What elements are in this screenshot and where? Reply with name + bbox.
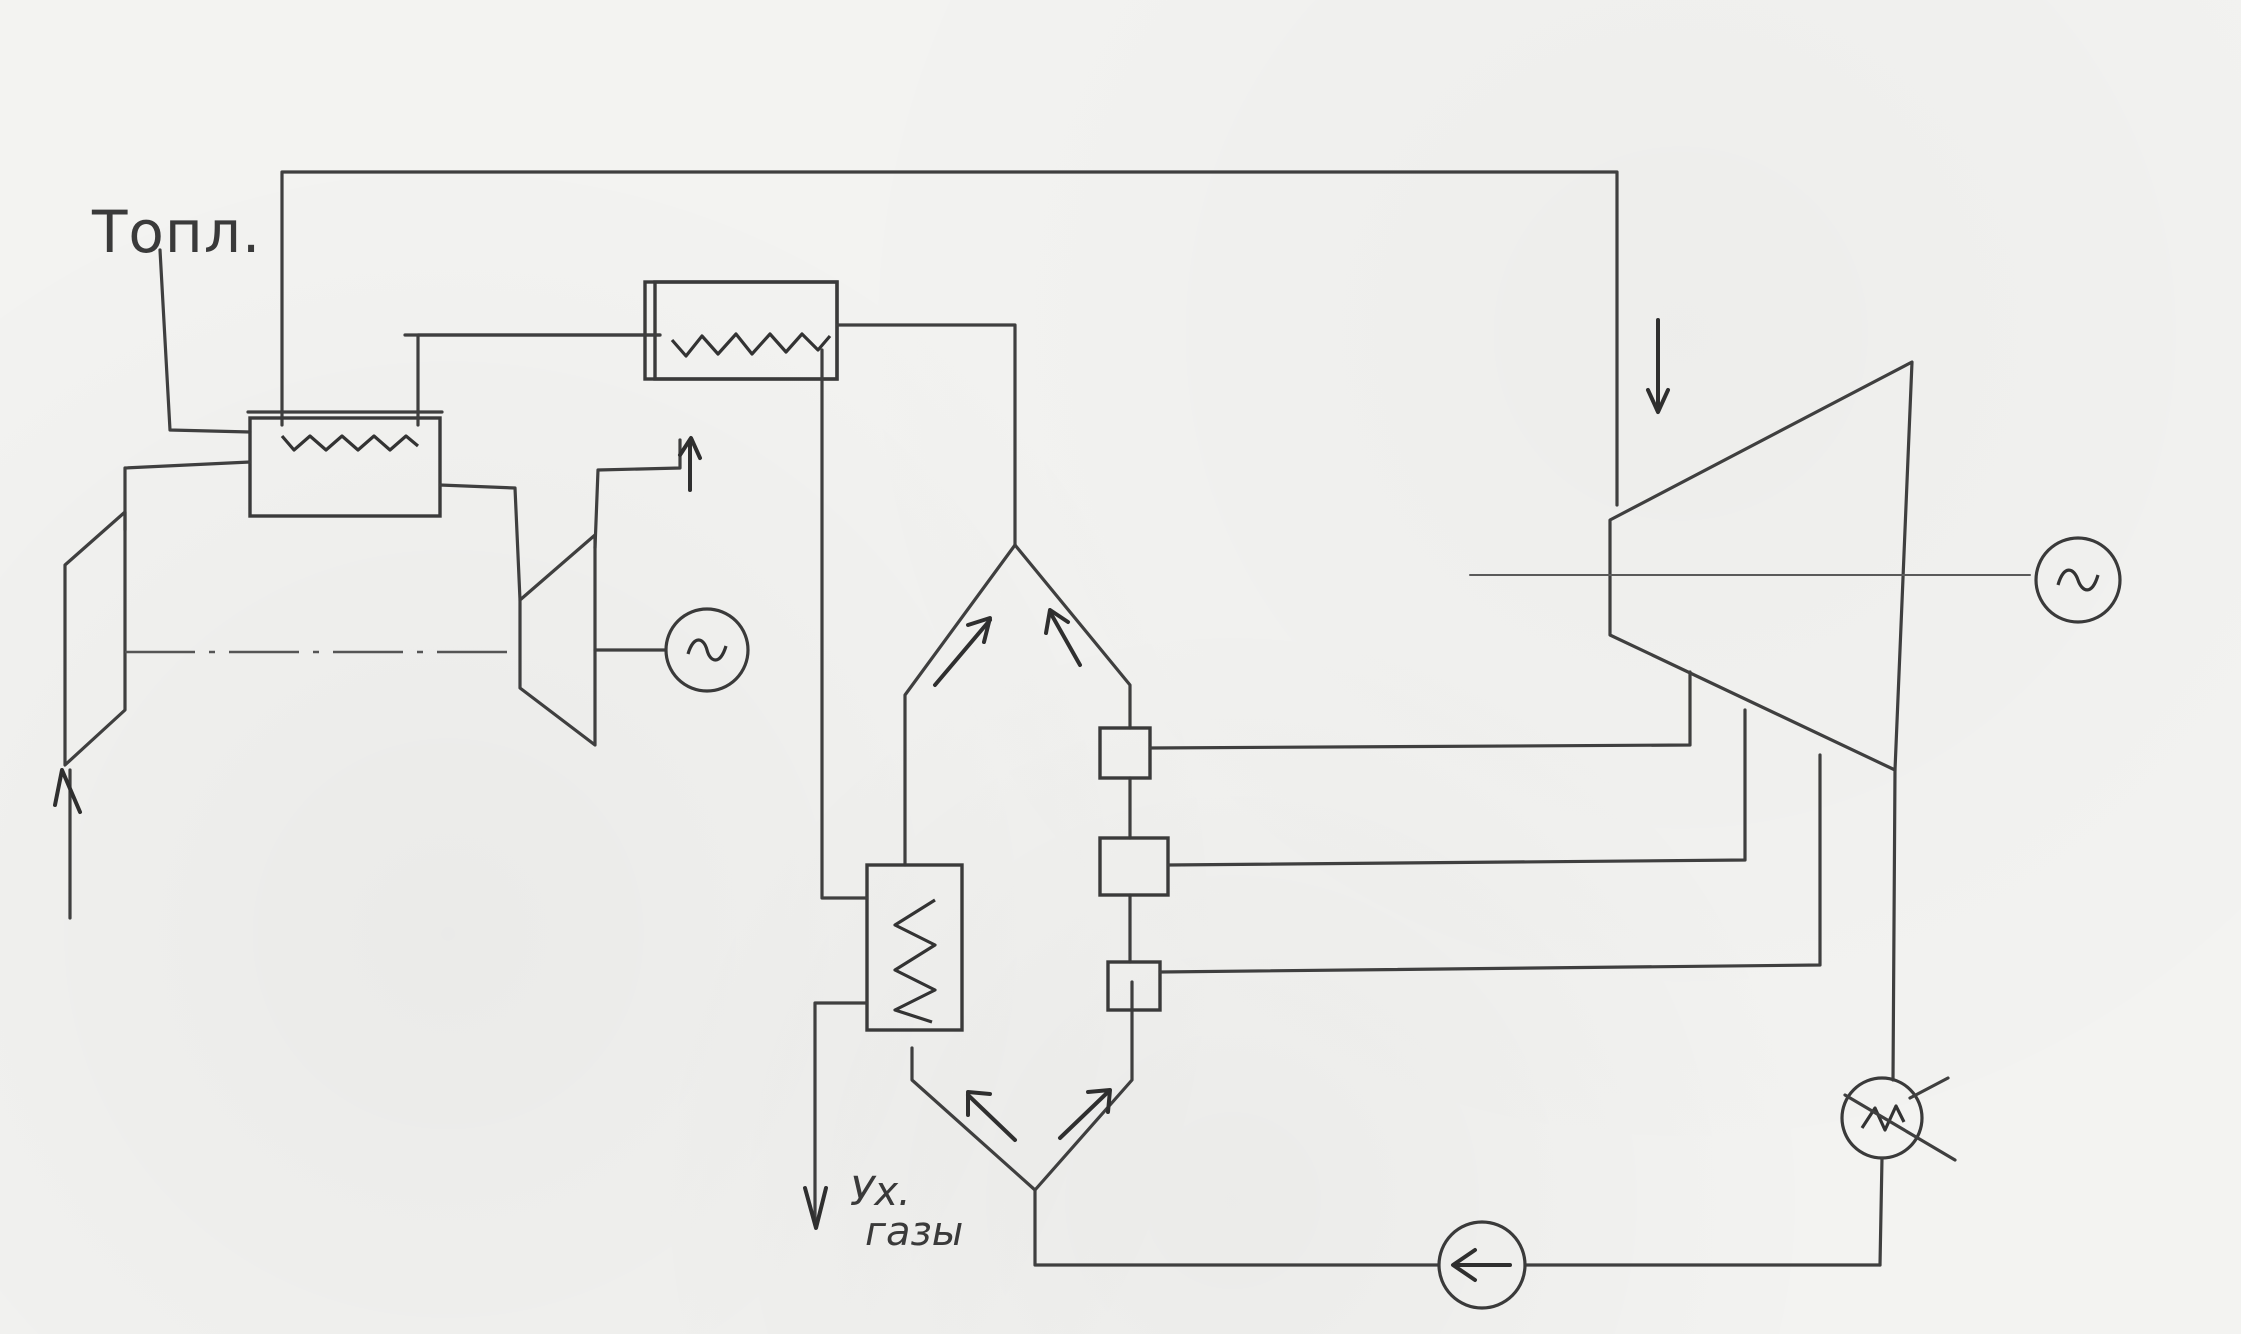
exhaust-arrow [803,1186,828,1230]
boiler [903,543,1134,1192]
gas-turbine-generator [664,607,750,693]
module-1 [1098,726,1152,780]
generator-1-icon [686,638,728,662]
condenser [1840,1076,1957,1267]
steam-turbine [1469,318,2031,1082]
upper-coil [670,332,832,358]
extraction-lines [1148,670,1822,974]
intake-arrow [53,768,82,814]
condenser-coil [1860,1104,1906,1132]
feed-pump [1437,1220,1527,1310]
exhaust-label-line1: Ух. [850,1169,911,1215]
steam-turbine-generator [2034,536,2122,624]
gas-turbine [438,436,702,747]
generator-2-icon [2056,568,2100,592]
economizer [803,348,964,1230]
feed-pump-line [1033,1188,1882,1310]
boiler-arrow-bottom-right [1058,1090,1110,1140]
boiler-arrow-bottom-left [966,1093,1017,1142]
fuel-label: Топл. [91,198,261,266]
upper-heat-exchanger [403,280,1017,547]
boiler-modules [1098,726,1170,1012]
compressor [53,460,252,920]
combustion-chamber [246,410,444,518]
economizer-coil [893,898,937,1024]
top-steam-line [280,170,1619,507]
fuel-line [158,248,252,434]
gas-line-to-upper-exchanger [416,333,662,427]
exhaust-label-line2: газы [865,1209,963,1255]
boiler-arrow-up-right [1048,610,1082,667]
module-2 [1098,836,1170,897]
boiler-arrow-up-left [933,618,992,687]
module-3 [1106,960,1162,1012]
combustion-coil [280,434,420,452]
